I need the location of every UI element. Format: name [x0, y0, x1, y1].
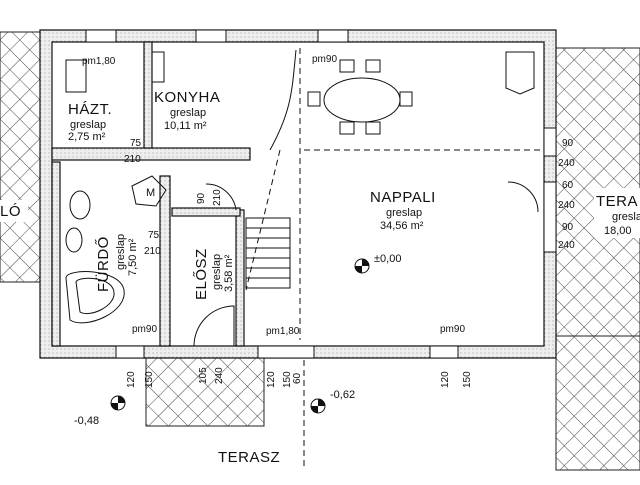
door-swing-entry	[193, 305, 235, 347]
right-lower-hatch	[555, 335, 640, 471]
dim-bot-150b: 150	[282, 371, 293, 388]
level-marker-zero	[354, 258, 370, 274]
bottom-terrace-hatch	[145, 355, 265, 427]
pm-entry: pm1,80	[266, 326, 300, 337]
wall-hazt-konyha	[143, 41, 153, 149]
level-zero-label: ±0,00	[374, 253, 401, 265]
wall-elosz-right	[235, 209, 245, 347]
door-right	[543, 181, 557, 253]
dim-bot-150c: 150	[462, 371, 473, 388]
room-name-furdo: FÜRDŐ	[94, 236, 112, 292]
pm-furdo: pm90	[132, 324, 157, 335]
wall-elosz-top	[171, 207, 241, 217]
kitchen-sink	[151, 51, 165, 83]
dim-210-bath: 210	[144, 246, 161, 257]
washbasin	[65, 227, 83, 253]
room-area-konyha: 10,11 m²	[164, 120, 207, 132]
left-exterior-hatch	[0, 31, 41, 283]
appliance-label: M	[146, 187, 155, 199]
window-furdo	[115, 345, 145, 359]
dim-90-v: 90	[196, 192, 207, 204]
room-floor-hazt: greslap	[70, 119, 106, 131]
dim-bot-150a: 150	[144, 371, 155, 388]
entry-door-opening	[257, 345, 315, 359]
dashed-stair-line	[245, 149, 281, 291]
room-floor-terasz-right: greslap	[612, 211, 640, 223]
room-name-konyha: KONYHA	[154, 89, 220, 106]
pm-hazt: pm1,80	[82, 56, 116, 67]
level-marker-left	[110, 395, 126, 411]
terasz-label-bg	[594, 188, 640, 238]
dining-table	[307, 59, 413, 135]
outer-walls	[39, 29, 557, 359]
room-floor-furdo: greslap	[115, 234, 127, 270]
wall-bath-left	[51, 161, 61, 347]
room-area-elosz: 3,58 m²	[223, 254, 235, 292]
level-left-label: -0,48	[74, 415, 99, 427]
room-name-hazt: HÁZT.	[68, 101, 112, 118]
boiler	[65, 59, 87, 93]
dim-bot-120c: 120	[440, 371, 451, 388]
washing-machine	[131, 175, 167, 207]
window-konyha	[195, 29, 227, 43]
kitchen-curve	[269, 49, 297, 151]
dim-bot-120a: 120	[126, 371, 137, 388]
level-right-label: -0,62	[330, 389, 355, 401]
dim-bot-60: 60	[292, 372, 303, 384]
dim-bot-120b: 120	[266, 371, 277, 388]
pm-nappali-bottom: pm90	[440, 324, 465, 335]
dim-right-90a: 90	[562, 138, 574, 149]
dim-bot-105: 105	[198, 367, 209, 384]
room-floor-konyha: greslap	[170, 107, 206, 119]
window-right-1	[543, 127, 557, 157]
dim-75-bath: 75	[148, 230, 160, 241]
dim-right-60: 60	[562, 180, 574, 191]
dim-210-kitchen: 210	[124, 154, 141, 165]
window-nappali-top	[317, 29, 349, 43]
dim-bot-240: 240	[214, 367, 225, 384]
room-name-left-partial: LÓ	[0, 203, 21, 220]
window-nappali-bottom	[429, 345, 459, 359]
wall-bath-elosz	[159, 175, 171, 347]
window-hazt	[85, 29, 117, 43]
terasz-bottom-bg	[214, 446, 298, 468]
room-name-elosz: ELŐSZ	[193, 248, 210, 300]
room-area-furdo: 7,50 m²	[127, 238, 139, 276]
room-area-nappali: 34,56 m²	[380, 220, 424, 232]
pm-nappali-top: pm90	[312, 54, 337, 65]
wall-kitchen-bottom	[51, 147, 251, 161]
room-floor-nappali: greslap	[386, 207, 422, 219]
room-floor-elosz: greslap	[211, 254, 223, 290]
dim-right-240c: 240	[558, 240, 575, 251]
room-name-terasz-right: TERA	[596, 193, 638, 210]
left-label-bg	[0, 200, 28, 222]
room-name-terasz-bottom: TERASZ	[218, 449, 280, 466]
bathtub-inner	[75, 277, 115, 314]
fireplace	[505, 51, 535, 95]
bathtub	[65, 271, 125, 324]
dim-right-90b: 90	[562, 222, 574, 233]
door-swing-elosz	[205, 183, 237, 211]
toilet	[69, 190, 91, 220]
level-marker-right	[310, 398, 326, 414]
dim-right-240b: 240	[558, 200, 575, 211]
staircase	[245, 217, 291, 289]
door-swing-right	[507, 181, 539, 213]
room-area-terasz-right: 18,00	[604, 225, 632, 237]
dim-75-kitchen: 75	[130, 138, 142, 149]
dim-right-240a: 240	[558, 158, 575, 169]
room-area-hazt: 2,75 m²	[68, 131, 106, 143]
room-name-nappali: NAPPALI	[370, 189, 436, 206]
dim-210-v: 210	[212, 189, 223, 206]
